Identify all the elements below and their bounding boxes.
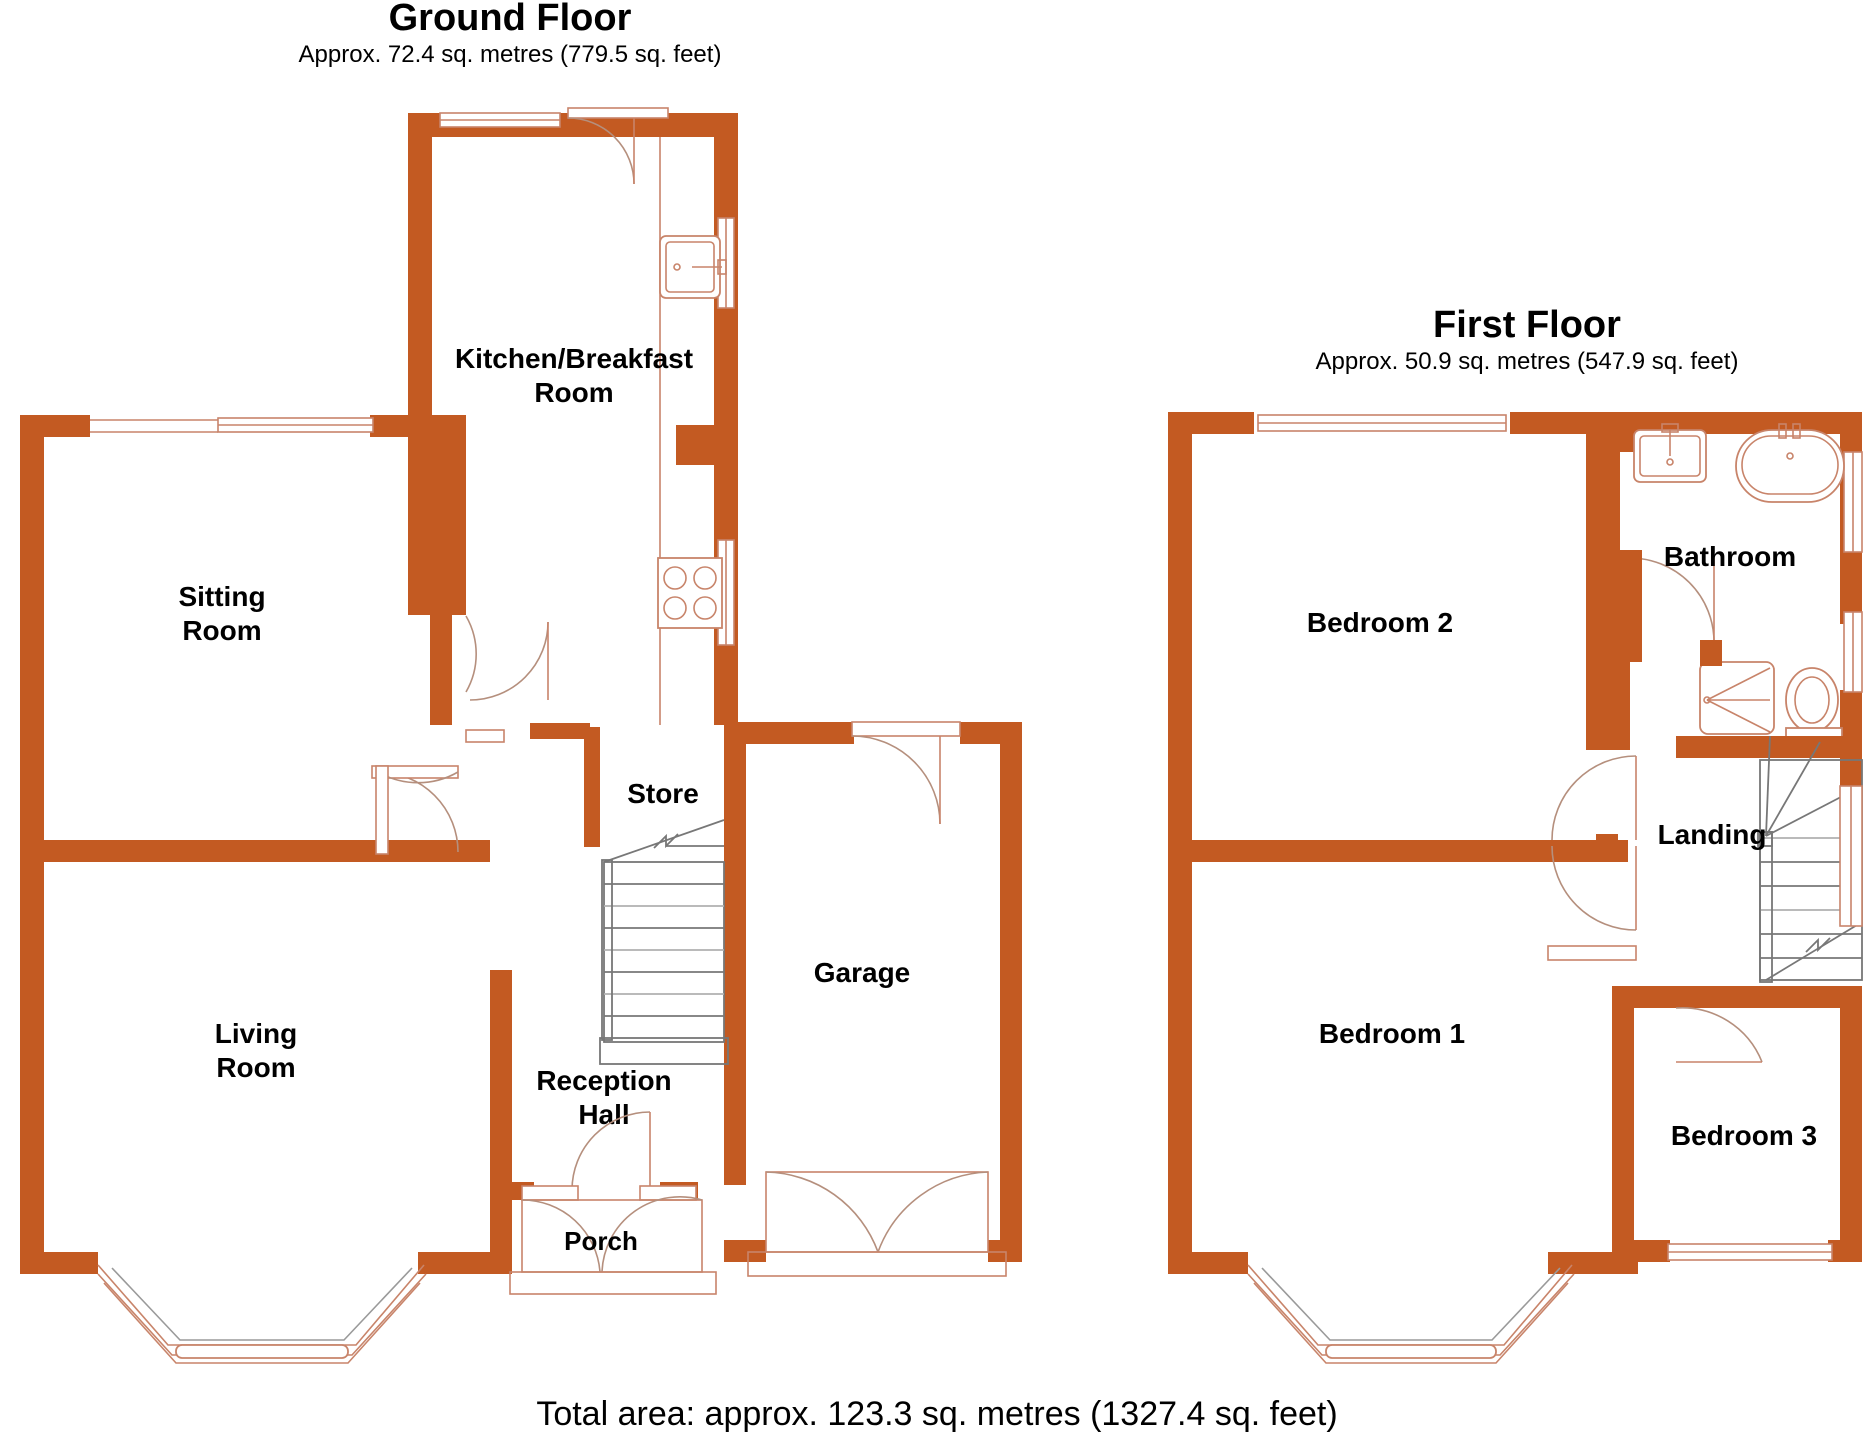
wall-sitting-living-divider <box>20 840 490 862</box>
label-sitting-line2: Room <box>182 615 261 646</box>
door-swing-kitchen-sitting <box>465 615 477 693</box>
wall-living-left <box>20 840 44 1252</box>
wall-bed2-top-right <box>1510 412 1620 434</box>
wall-kitchen-left-upper <box>408 113 432 423</box>
wall-kitchen-right-nib <box>676 425 738 465</box>
wall-hall-left <box>490 970 512 1030</box>
door-swing-bathroom <box>1629 557 1715 643</box>
wall-hall-right <box>724 725 746 1185</box>
wall-garage-bottom-left <box>724 1240 766 1262</box>
wall-bed3-right <box>1840 986 1862 1262</box>
wall-bed2-top-left <box>1168 412 1254 434</box>
label-store: Store <box>627 778 699 809</box>
wall-sitting-top-right <box>370 415 466 437</box>
door-swing-front-hall <box>571 1111 651 1191</box>
wall-bed3-bottom-right <box>1828 1240 1862 1262</box>
label-bathroom: Bathroom <box>1664 541 1796 572</box>
wall-living-bottom-right <box>418 1252 512 1274</box>
door-swing-hall-1 <box>469 621 549 701</box>
label-bedroom-2: Bedroom 2 <box>1307 607 1453 638</box>
wall-bed1-bottom-right <box>1548 1252 1638 1274</box>
door-jamb-3 <box>375 765 389 855</box>
wall-bed1-bottom-left <box>1168 1252 1248 1274</box>
bathtub-fixture <box>1735 423 1845 503</box>
hob-fixture <box>657 557 723 629</box>
total-area-text: Total area: approx. 123.3 sq. metres (13… <box>536 1395 1337 1433</box>
wall-bed3-door-jamb <box>1634 986 1676 1008</box>
wall-landing-left <box>1608 550 1642 662</box>
door-swing-kitchen-top <box>567 117 635 185</box>
wall-bed1-left <box>1168 840 1192 1252</box>
window-garage-top <box>851 721 961 737</box>
wall-kitchen-right-mid <box>714 310 738 430</box>
wall-store-left <box>584 727 600 847</box>
wall-bed3-bottom-left <box>1634 1240 1670 1262</box>
wall-sitting-top-left <box>20 415 90 437</box>
wall-kitchen-bottom-left <box>432 600 466 615</box>
wall-bath-right-mid <box>1840 548 1862 624</box>
label-reception-line1: Reception <box>536 1065 671 1096</box>
first-floor-plan: Bedroom 2 <box>1168 412 1863 1364</box>
wall-living-right <box>490 970 512 1252</box>
wall-bed2-left <box>1168 412 1192 852</box>
label-landing: Landing <box>1658 819 1767 850</box>
porch-step <box>509 1271 717 1295</box>
window-kitchen-top-2 <box>567 107 669 119</box>
window-porch-left <box>521 1185 579 1201</box>
wall-kitchen-bottom-seg <box>530 723 590 739</box>
shower-tray-fixture <box>1699 661 1775 735</box>
staircase-down <box>1757 735 1863 983</box>
door-swing-garage-front-right <box>877 1171 989 1253</box>
wall-landing-nib <box>1596 834 1618 850</box>
first-floor-subtitle: Approx. 50.9 sq. metres (547.9 sq. feet) <box>1316 348 1739 375</box>
label-kitchen-line1: Kitchen/Breakfast <box>455 343 693 374</box>
wash-basin-fixture <box>1633 423 1707 483</box>
door-swing-landing-bed1 <box>1551 845 1637 931</box>
door-jamb-bed1 <box>1547 945 1637 961</box>
door-swing-porch-left <box>521 1199 601 1273</box>
label-porch: Porch <box>564 1226 638 1256</box>
wall-kitchen-left-thick <box>408 415 466 615</box>
bay-window-living <box>97 1264 427 1364</box>
wall-bed3-top <box>1634 986 1862 1008</box>
toilet-fixture <box>1785 667 1843 747</box>
bay-window-bed1 <box>1247 1264 1575 1364</box>
wall-sitting-left <box>20 415 44 855</box>
ground-floor-subtitle: Approx. 72.4 sq. metres (779.5 sq. feet) <box>299 41 722 68</box>
door-swing-landing-bed2 <box>1551 755 1637 841</box>
wall-bath-bottom <box>1676 736 1856 758</box>
wall-bed1-right <box>1612 986 1634 1252</box>
label-bedroom-3: Bedroom 3 <box>1671 1120 1817 1151</box>
ground-floor-plan: Kitchen/Breakfast Room Sitting Room <box>20 107 1022 1364</box>
sink-fixture <box>659 235 727 299</box>
wall-bed2-bottom <box>1168 840 1628 862</box>
garage-front-step <box>747 1251 1007 1277</box>
wall-shower-nib <box>1700 640 1722 666</box>
door-swing-garage-top <box>851 735 941 825</box>
label-living-line1: Living <box>215 1018 297 1049</box>
wall-garage-right <box>1000 722 1022 1262</box>
wall-living-bottom-left <box>20 1252 98 1274</box>
door-swing-porch-right <box>601 1196 703 1273</box>
label-bedroom-1: Bedroom 1 <box>1319 1018 1465 1049</box>
label-living-line2: Room <box>216 1052 295 1083</box>
first-floor-title: First Floor <box>1433 304 1621 346</box>
door-swing-bedroom3 <box>1675 1006 1763 1063</box>
door-jamb-1 <box>465 729 505 743</box>
ground-floor-title: Ground Floor <box>389 0 632 39</box>
staircase-up <box>599 819 729 1065</box>
label-kitchen-line2: Room <box>534 377 613 408</box>
door-swing-garage-front-left <box>765 1171 879 1253</box>
label-sitting-line1: Sitting <box>178 581 265 612</box>
label-reception-line2: Hall <box>578 1099 629 1130</box>
garage-door-outline <box>765 1171 989 1253</box>
label-garage: Garage <box>814 957 911 988</box>
wall-kitchen-right-bottom <box>714 640 738 725</box>
wall-garage-bottom-right <box>988 1240 1022 1262</box>
wall-sitting-right-lower <box>430 615 452 725</box>
wall-garage-top-left <box>724 722 854 744</box>
